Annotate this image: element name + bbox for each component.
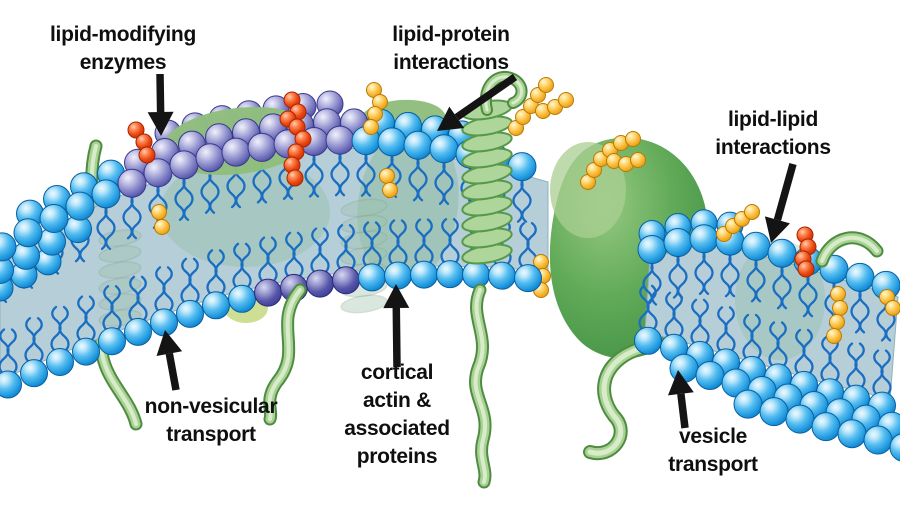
inner-leaflet-right-rows [634, 326, 900, 462]
outer-leaflet-corner-rows [0, 215, 92, 302]
label-cortical-actin: cortical actin & associated proteins [344, 361, 450, 468]
label-lipid-lipid-interactions: lipid-lipid interactions [715, 108, 831, 159]
modified-lipid-red-chain-right [794, 226, 817, 278]
label-lipid-modifying-enzymes: lipid-modifying enzymes [50, 23, 196, 74]
modified-lipid-red-chains [127, 91, 312, 187]
inner-leaflet-heads-left [0, 260, 542, 399]
arrow-lipid-protein-interactions [437, 73, 518, 131]
glycan-chain-helix [508, 77, 574, 136]
glycolipid-beads-in-membrane [151, 168, 551, 298]
annotation-arrows [147, 73, 797, 429]
outer-leaflet-right-front [637, 224, 900, 300]
glycan-chain-protein [580, 131, 646, 190]
label-lipid-protein-interactions: lipid-protein interactions [392, 23, 510, 74]
arrow-lipid-modifying-enzymes [147, 73, 174, 136]
arrow-cortical-actin [383, 284, 410, 368]
arrow-vesicle-transport [667, 370, 694, 429]
arrow-lipid-lipid-interactions [764, 162, 797, 243]
actin-filament-middle [263, 283, 307, 426]
lipid-tails-left [0, 149, 538, 376]
arrow-non-vesicular-transport [156, 330, 183, 391]
label-vesicle-transport: vesicle transport [668, 425, 758, 476]
glycolipid-chain-top [363, 82, 388, 135]
vesicle-filament [583, 340, 653, 461]
glycolipid-chains-right [716, 204, 900, 344]
label-non-vesicular-transport: non-vesicular transport [144, 395, 278, 446]
membrane-surface-filament-right [815, 231, 884, 268]
lipid-tails-right [638, 247, 896, 397]
